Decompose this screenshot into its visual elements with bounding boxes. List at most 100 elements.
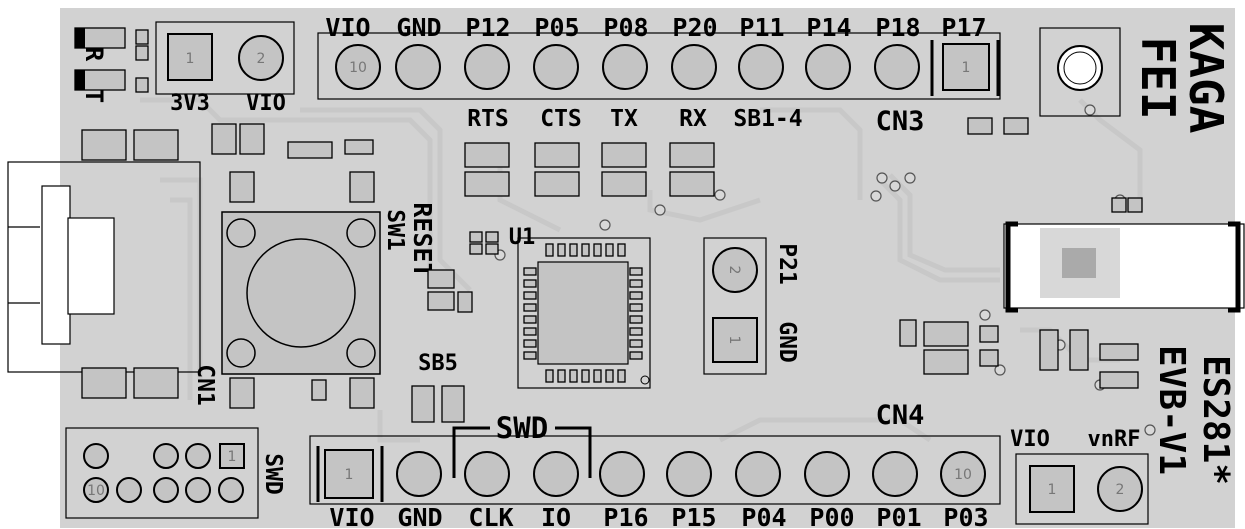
brand-fei: FEI <box>1131 36 1185 119</box>
rf-header-pad-1 <box>1029 465 1075 513</box>
cn4-pad-number-10: 10 <box>954 467 972 483</box>
power-jumper-label-vio: VIO <box>246 91 286 116</box>
cn3-label-9: P17 <box>941 13 986 42</box>
power-jumper-pad-number-2: 2 <box>257 51 266 67</box>
cn3-label-3: P05 <box>534 13 579 42</box>
rf-header-vnrf-label: vnRF <box>1088 427 1141 452</box>
brand-kaga: KAGA <box>1179 23 1233 134</box>
p21-gnd-label: GND <box>774 321 800 363</box>
cn3-pad-10 <box>335 44 381 90</box>
cn4-name: CN4 <box>876 400 925 431</box>
cn4-pin-labels: VIO GND CLK IO P16 P15 P04 P00 P01 P03 <box>329 503 988 529</box>
u1-pin <box>523 303 537 312</box>
reset-switch-sw1 <box>221 211 381 375</box>
swd-header: 1 10 <box>65 427 259 519</box>
u1-pin <box>605 369 614 383</box>
cn1-label: CN1 <box>192 364 218 406</box>
power-jumper-pad-1 <box>167 33 213 81</box>
u1-pins <box>523 243 643 383</box>
cn4-swd-bracket-label: SWD <box>496 411 548 445</box>
p21-pad-number-2: 2 <box>726 266 742 275</box>
u1-pin <box>593 369 602 383</box>
swd-pad-1 <box>219 443 245 469</box>
u1-pin <box>545 243 554 257</box>
u1-pin <box>523 267 537 276</box>
u1-pin <box>523 327 537 336</box>
u1-pin <box>523 291 537 300</box>
u1-pin <box>629 351 643 360</box>
uart-cts-label: CTS <box>540 106 582 132</box>
p21-pad-number-1: 1 <box>726 336 742 345</box>
rf-header-pad-2 <box>1097 466 1143 512</box>
cn3-name: CN3 <box>876 106 925 137</box>
u1-pin <box>629 267 643 276</box>
board-revision: EVB-V1 <box>1151 345 1192 475</box>
cn4-label-6: P04 <box>741 503 786 529</box>
cn4-pad-1 <box>324 449 374 499</box>
cn4-pad-number-1: 1 <box>345 467 354 483</box>
u1-chip <box>517 237 651 389</box>
rf-header-pad-number-2: 2 <box>1116 482 1125 498</box>
cn3-pad-1 <box>942 43 990 91</box>
power-jumper-pad-2 <box>238 35 284 81</box>
cn3-pin-labels: VIO GND P12 P05 P08 P20 P11 P14 P18 P17 <box>325 13 986 42</box>
u1-pin <box>629 339 643 348</box>
u1-pin <box>629 291 643 300</box>
power-jumper-label-3v3: 3V3 <box>170 91 210 116</box>
sw1-reset-label: RESET <box>408 202 437 277</box>
u1-pin <box>523 279 537 288</box>
p21-pad-2 <box>712 247 758 293</box>
u1-pin <box>629 327 643 336</box>
cn3-pad-number-10: 10 <box>349 60 367 76</box>
u1-pin <box>617 243 626 257</box>
p21-label: P21 <box>774 243 800 285</box>
power-jumper-pad-number-1: 1 <box>186 51 195 67</box>
u1-pin <box>581 243 590 257</box>
solder-bridges-sb1-4 <box>464 142 715 197</box>
cn4-label-7: P00 <box>809 503 854 529</box>
cn4-label-5: P15 <box>671 503 716 529</box>
u1-pin <box>523 315 537 324</box>
u1-pin <box>629 315 643 324</box>
cn4-pad-10 <box>940 451 986 497</box>
swd-pad-number-10: 10 <box>87 483 105 499</box>
sb5-label: SB5 <box>418 351 458 376</box>
cn3-label-0: VIO <box>325 13 370 42</box>
cn3-header-outline <box>317 32 1001 100</box>
swd-pad-number-1: 1 <box>228 449 237 465</box>
rf-antenna-area <box>899 27 1245 389</box>
u1-label: U1 <box>509 225 536 250</box>
u1-pin <box>557 243 566 257</box>
cn4-label-8: P01 <box>876 503 921 529</box>
u1-pin <box>545 369 554 383</box>
uart-rts-label: RTS <box>467 106 509 132</box>
cn4-pads: 1 10 <box>316 446 986 502</box>
cn3-pad-number-1: 1 <box>962 60 971 76</box>
u1-pin <box>569 243 578 257</box>
sw1-label: SW1 <box>382 209 408 251</box>
cn4-label-9: P03 <box>943 503 988 529</box>
rf-header-pad-number-1: 1 <box>1048 482 1057 498</box>
cn4-label-1: GND <box>397 503 442 529</box>
p21-pad-1 <box>712 317 758 363</box>
u1-pin <box>629 279 643 288</box>
cn3-label-4: P08 <box>603 13 648 42</box>
u1-pin <box>523 339 537 348</box>
cn3-pads: 10 1 <box>335 40 1000 96</box>
u1-pin <box>605 243 614 257</box>
uart-labels: RTS CTS TX RX SB1-4 <box>467 106 802 132</box>
uart-sb-label: SB1-4 <box>733 106 802 132</box>
cn3-label-2: P12 <box>465 13 510 42</box>
cn4-label-2: CLK <box>468 503 513 529</box>
board-name: ES281* <box>1195 355 1236 485</box>
uart-rx-label: RX <box>679 106 707 132</box>
u1-pin <box>581 369 590 383</box>
cn4-label-0: VIO <box>329 503 374 529</box>
cn4-label-4: P16 <box>603 503 648 529</box>
rf-header-vio-label: VIO <box>1010 427 1050 452</box>
cn3-label-5: P20 <box>672 13 717 42</box>
u1-pin <box>617 369 626 383</box>
rt-leds <box>74 27 149 93</box>
cn4-label-3: IO <box>541 503 571 529</box>
